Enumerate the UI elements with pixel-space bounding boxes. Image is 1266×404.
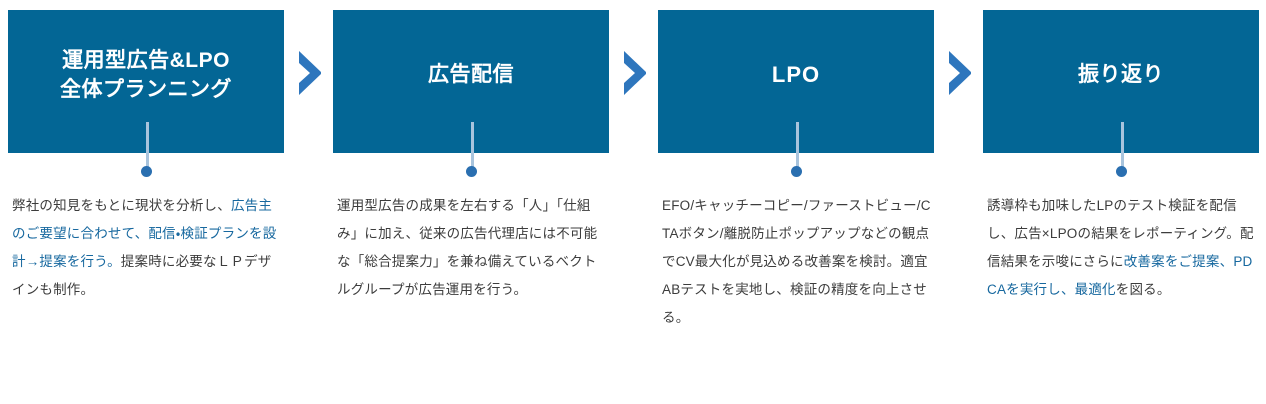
step-2-connector-line (471, 122, 474, 170)
step-2-title: 広告配信 (428, 63, 514, 87)
step-4-connector-line (1121, 122, 1124, 170)
chevron-right-icon (298, 50, 322, 96)
body-text: 提案時に必要なＬＰデザインも制作。 (12, 254, 272, 298)
step-1-title: 運用型広告&LPO 全体プランニング (60, 48, 232, 101)
process-step-3: LPO EFO/キャッチーコピー/ファーストビュー/CTAボタン/離脱防止ポップ… (658, 0, 934, 404)
body-text: 誘導枠も加味したLPのテスト検証を配信し、広告×LPOの結果をレポーティング。配… (987, 198, 1254, 270)
step-4-description: 誘導枠も加味したLPのテスト検証を配信し、広告×LPOの結果をレポーティング。配… (987, 192, 1259, 304)
step-4-connector-dot (1116, 166, 1127, 177)
body-text: 運用型広告の成果を左右する「人」「仕組み」に加え、従来の広告代理店には不可能な「… (337, 198, 598, 298)
process-step-4: 振り返り 誘導枠も加味したLPのテスト検証を配信し、広告×LPOの結果をレポーテ… (983, 0, 1259, 404)
step-1-description: 弊社の知見をもとに現状を分析し、広告主のご要望に合わせて、配信・検証プランを設計… (12, 192, 284, 304)
step-3-title: LPO (771, 62, 821, 88)
highlighted-text: 改善案をご提案、PDCAを実行し、最適化 (987, 254, 1253, 298)
step-3-description: EFO/キャッチーコピー/ファーストビュー/CTAボタン/離脱防止ポップアップな… (662, 192, 934, 332)
step-3-connector-line (796, 122, 799, 170)
step-2-description: 運用型広告の成果を左右する「人」「仕組み」に加え、従来の広告代理店には不可能な「… (337, 192, 609, 304)
body-text: を図る。 (1115, 282, 1171, 298)
process-step-2: 広告配信 運用型広告の成果を左右する「人」「仕組み」に加え、従来の広告代理店には… (333, 0, 609, 404)
process-step-1: 運用型広告&LPO 全体プランニング 弊社の知見をもとに現状を分析し、広告主のご… (8, 0, 284, 404)
step-2-connector-dot (466, 166, 477, 177)
chevron-right-icon (948, 50, 972, 96)
body-text: EFO/キャッチーコピー/ファーストビュー/CTAボタン/離脱防止ポップアップな… (662, 198, 931, 326)
step-3-connector-dot (791, 166, 802, 177)
step-4-title: 振り返り (1078, 63, 1164, 87)
highlighted-text: 広告主のご要望に合わせて、配信・検証プランを設計→提案を行う。 (12, 198, 277, 270)
chevron-right-icon (623, 50, 647, 96)
step-1-connector-line (146, 122, 149, 170)
step-1-connector-dot (141, 166, 152, 177)
body-text: 弊社の知見をもとに現状を分析し、 (12, 198, 231, 213)
